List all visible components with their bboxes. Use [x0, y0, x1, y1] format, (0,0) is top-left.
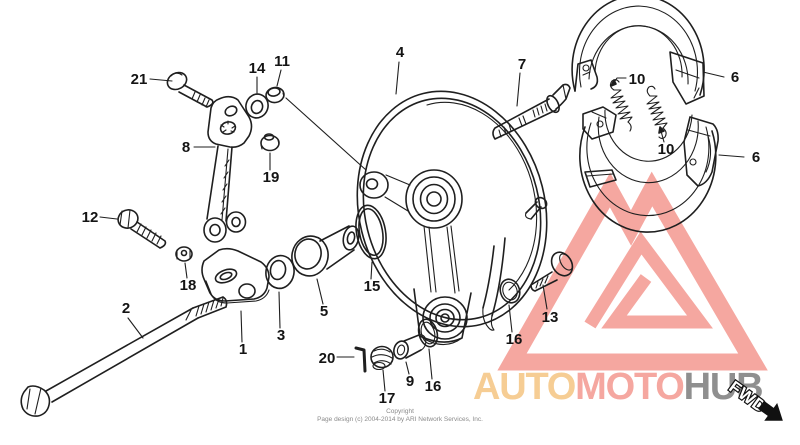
part-collar-bushing — [393, 334, 427, 375]
part-label-16b: 16 — [506, 331, 523, 348]
fwd-arrow-icon — [758, 400, 783, 421]
part-oring-15 — [355, 204, 387, 280]
brand-wordmark: AUTOMOTOHUB — [473, 366, 762, 408]
part-label-1: 1 — [239, 341, 247, 358]
part-anchor-plate — [201, 247, 270, 343]
part-brake-arm — [193, 95, 253, 243]
part-link-bolt — [530, 251, 574, 310]
part-label-18: 18 — [180, 277, 197, 294]
part-nut-19 — [260, 133, 280, 171]
part-brake-panel — [356, 61, 548, 346]
part-number-labels: 21 14 11 8 19 12 18 2 1 3 5 15 4 7 10 10… — [82, 44, 761, 407]
logo-inner-spiral — [584, 231, 713, 329]
part-arm-pivot-bolt — [149, 71, 214, 108]
part-label-8: 8 — [182, 139, 190, 156]
diagram-artwork — [20, 0, 745, 417]
part-label-15: 15 — [364, 278, 381, 295]
part-label-6b: 6 — [752, 149, 760, 166]
brand-hub: HUB — [684, 366, 763, 408]
part-label-21: 21 — [131, 71, 148, 88]
part-label-20: 20 — [319, 350, 336, 367]
part-label-19: 19 — [263, 169, 280, 186]
part-washer-14 — [245, 76, 269, 119]
part-brake-shoe-lower — [579, 106, 745, 233]
part-nut-18 — [175, 246, 193, 279]
part-pin — [336, 346, 367, 373]
brand-auto: AUTO — [473, 366, 575, 408]
part-seal-washer — [265, 254, 295, 329]
part-label-4: 4 — [396, 44, 405, 61]
footer-copyright-line1: Copyright — [386, 408, 414, 415]
part-label-2: 2 — [122, 300, 130, 317]
part-label-3: 3 — [277, 327, 285, 344]
brand-moto: MOTO — [575, 366, 684, 408]
part-label-6a: 6 — [731, 69, 739, 86]
part-dome-nut — [370, 345, 394, 392]
part-label-13: 13 — [542, 309, 559, 326]
part-label-10b: 10 — [658, 141, 675, 158]
part-oring-16-left — [417, 318, 439, 380]
part-oring-16-right — [499, 278, 521, 333]
part-label-12: 12 — [82, 209, 99, 226]
logo-outer-triangle — [497, 171, 768, 371]
part-label-10a: 10 — [629, 71, 646, 88]
part-label-14: 14 — [249, 60, 266, 77]
part-hub-bushing — [291, 225, 360, 305]
watermark-triangle-logo — [497, 171, 768, 371]
part-brake-shoe-upper — [571, 0, 725, 105]
part-brake-cam — [492, 72, 571, 140]
part-label-7: 7 — [518, 56, 526, 73]
part-label-17: 17 — [379, 390, 396, 407]
part-nut-11 — [265, 69, 367, 171]
part-adjuster-screw — [99, 209, 167, 249]
part-label-16a: 16 — [425, 378, 442, 395]
part-brake-springs — [609, 77, 668, 143]
part-label-11: 11 — [274, 53, 290, 70]
footer-copyright-line2: Page design (c) 2004-2014 by ARI Network… — [317, 416, 483, 423]
part-label-9: 9 — [406, 373, 414, 390]
part-label-5: 5 — [320, 303, 328, 320]
